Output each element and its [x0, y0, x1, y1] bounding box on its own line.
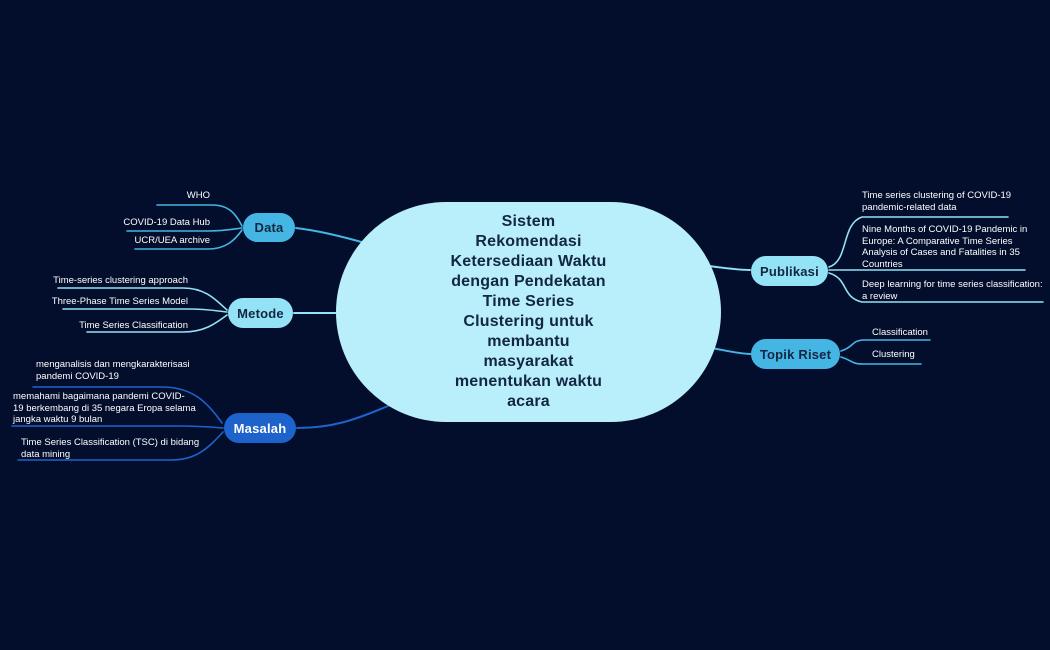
connector-deep-learning	[828, 272, 1044, 303]
child-topic-ucr-uea-archive[interactable]: UCR/UEA archive	[134, 235, 211, 246]
connector-classification	[840, 339, 931, 352]
child-topic-deep-learning[interactable]: Deep learning for time series classifica…	[862, 279, 1043, 302]
central-topic-label: Sistem Rekomendasi Ketersediaan Waktu de…	[450, 213, 607, 410]
child-topic-ts-classification[interactable]: Time Series Classification	[79, 320, 188, 331]
connector-memahami	[11, 425, 224, 429]
child-topic-three-phase-model[interactable]: Three-Phase Time Series Model	[51, 296, 188, 307]
child-topic-menganalisis[interactable]: menganalisis dan mengkarakterisasi pande…	[36, 359, 190, 382]
child-topic-tsc-data-mining[interactable]: Time Series Classification (TSC) di bida…	[21, 437, 200, 460]
connector-ucr-uea-archive	[134, 229, 243, 250]
connector-data-central	[295, 227, 366, 244]
branch-node-publikasi[interactable]: Publikasi	[751, 256, 828, 286]
child-topic-ts-clustering-approach[interactable]: Time-series clustering approach	[53, 275, 188, 286]
branch-node-topik-riset[interactable]: Topik Riset	[751, 339, 840, 369]
branch-node-masalah[interactable]: Masalah	[224, 413, 296, 443]
connector-ts-clustering-covid	[828, 216, 1009, 268]
connector-publikasi-central	[707, 265, 751, 271]
connector-topikriset-central	[711, 347, 752, 355]
connector-ts-classification	[86, 314, 228, 333]
child-topic-classification[interactable]: Classification	[872, 327, 928, 338]
connector-who	[156, 204, 243, 227]
child-topic-covid19-data-hub[interactable]: COVID-19 Data Hub	[123, 217, 210, 228]
child-topic-ts-clustering-covid[interactable]: Time series clustering of COVID-19 pande…	[862, 190, 1012, 213]
connector-menganalisis	[32, 386, 223, 424]
child-topic-nine-months[interactable]: Nine Months of COVID-19 Pandemic in Euro…	[862, 224, 1028, 270]
branch-node-metode[interactable]: Metode	[228, 298, 293, 328]
connector-three-phase-model	[62, 308, 228, 313]
child-topic-memahami[interactable]: memahami bagaimana pandemi COVID- 19 ber…	[13, 391, 196, 425]
connector-masalah-central	[296, 405, 389, 429]
connector-tsc-data-mining	[17, 431, 224, 461]
child-topic-who[interactable]: WHO	[186, 190, 210, 201]
connector-clustering	[840, 356, 922, 365]
connector-ts-clustering-approach	[57, 287, 228, 311]
central-topic-node[interactable]: Sistem Rekomendasi Ketersediaan Waktu de…	[336, 202, 721, 422]
connector-covid19-data-hub	[126, 227, 243, 232]
branch-node-data[interactable]: Data	[243, 213, 295, 242]
child-topic-clustering[interactable]: Clustering	[872, 349, 915, 360]
